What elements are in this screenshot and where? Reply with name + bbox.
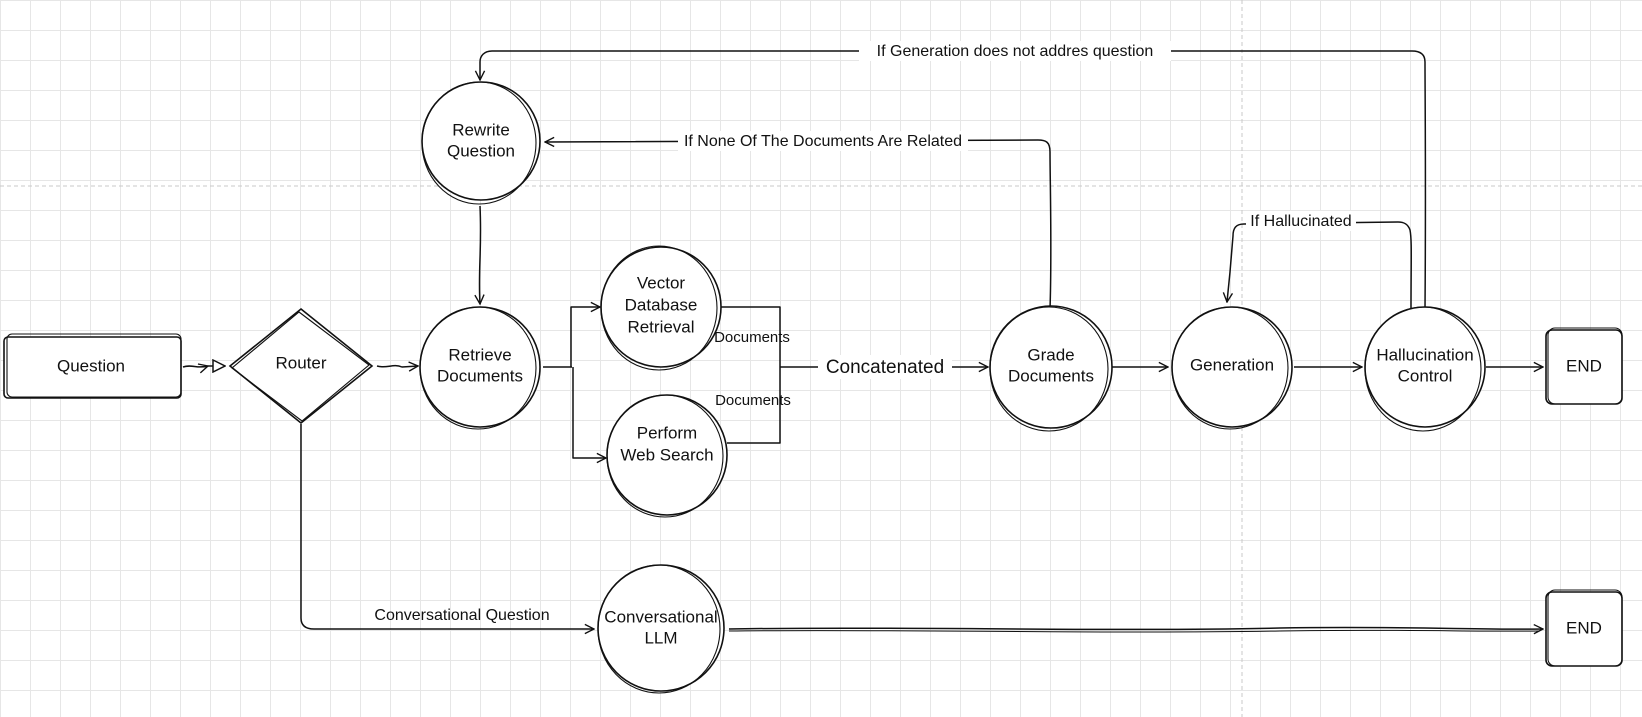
svg-text:If None Of The Documents Are R: If None Of The Documents Are Related (684, 133, 962, 150)
label-conversational-question: Conversational Question (374, 607, 549, 624)
edge-router-to-retrieve (376, 366, 418, 367)
vector-database-retrieval-node[interactable]: Vector Database Retrieval (600, 245, 722, 371)
hallucination-control-node[interactable]: Hallucination Control (1364, 306, 1486, 432)
grade-documents-node[interactable]: Grade Documents (989, 305, 1113, 432)
edge-hallucination-to-generation (1227, 221, 1412, 311)
edge-question-to-router (182, 366, 225, 367)
edge-to-web-search (572, 367, 606, 458)
question-node[interactable]: Question (3, 333, 182, 399)
router-node[interactable]: Router (228, 307, 374, 425)
svg-text:If Generation does not addres: If Generation does not addres question (877, 43, 1154, 60)
end-node-bottom[interactable]: END (1545, 589, 1623, 667)
svg-text:Concatenated: Concatenated (826, 357, 944, 378)
svg-text:Router: Router (275, 353, 326, 372)
edge-router-to-conversational (300, 424, 594, 629)
svg-text:Control: Control (1398, 366, 1453, 385)
retrieve-documents-node[interactable]: Retrieve Documents (419, 306, 541, 430)
svg-text:Question: Question (57, 356, 125, 375)
edge-vector-documents (721, 306, 781, 367)
edge-web-documents (727, 367, 781, 444)
svg-text:END: END (1566, 618, 1602, 637)
label-generation-not-addressed: If Generation does not addres question (859, 41, 1171, 61)
svg-text:Generation: Generation (1190, 355, 1274, 374)
conversational-llm-node[interactable]: Conversational LLM (597, 564, 725, 694)
svg-text:Documents: Documents (1008, 366, 1094, 385)
perform-web-search-node[interactable]: Perform Web Search (606, 394, 728, 518)
svg-text:Documents: Documents (437, 366, 523, 385)
rewrite-question-node[interactable]: Rewrite Question (421, 81, 541, 205)
label-hallucinated: If Hallucinated (1246, 211, 1356, 231)
svg-text:Retrieve: Retrieve (448, 345, 511, 364)
svg-text:If Hallucinated: If Hallucinated (1250, 213, 1351, 230)
label-vector-documents: Documents (714, 329, 790, 346)
edge-grade-to-rewrite (545, 140, 1052, 310)
svg-text:Retrieval: Retrieval (627, 317, 694, 336)
generation-node[interactable]: Generation (1171, 306, 1293, 430)
svg-text:Question: Question (447, 141, 515, 160)
label-web-documents: Documents (715, 392, 791, 409)
svg-text:Vector: Vector (637, 273, 686, 292)
edge-to-vector-db (570, 307, 600, 367)
svg-text:Grade: Grade (1027, 345, 1074, 364)
svg-text:LLM: LLM (644, 628, 677, 647)
edge-hallucination-to-rewrite (480, 50, 1427, 311)
label-documents-not-related: If None Of The Documents Are Related (678, 131, 968, 151)
svg-text:Perform: Perform (637, 423, 697, 442)
svg-text:Conversational: Conversational (604, 607, 717, 626)
end-node-top[interactable]: END (1545, 327, 1623, 405)
svg-text:Web Search: Web Search (620, 445, 713, 464)
edge-rewrite-to-retrieve (479, 205, 480, 304)
svg-text:Hallucination: Hallucination (1376, 345, 1473, 364)
svg-text:Rewrite: Rewrite (452, 120, 510, 139)
svg-text:END: END (1566, 356, 1602, 375)
edge-conversational-to-end (728, 627, 1543, 632)
label-concatenated: Concatenated (818, 355, 952, 379)
svg-text:Database: Database (625, 295, 698, 314)
